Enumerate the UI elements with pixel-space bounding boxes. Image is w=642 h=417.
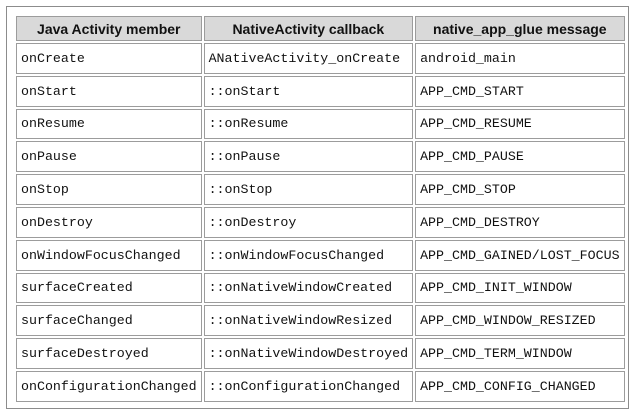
- header-nativeactivity-callback: NativeActivity callback: [203, 16, 414, 41]
- glue-message-cell: APP_CMD_RESUME: [415, 108, 625, 140]
- native-callback-cell: ANativeActivity_onCreate: [203, 43, 414, 74]
- java-member-cell: onStop: [16, 174, 202, 205]
- glue-message-cell: APP_CMD_CONFIG_CHANGED: [415, 370, 625, 402]
- header-native-app-glue-message: native_app_glue message: [415, 16, 625, 41]
- header-java-activity-member: Java Activity member: [16, 16, 202, 41]
- table-frame: Java Activity member NativeActivity call…: [6, 6, 629, 409]
- native-callback-cell: ::onPause: [203, 141, 414, 173]
- native-callback-cell: ::onConfigurationChanged: [203, 370, 414, 402]
- java-member-cell: onDestroy: [16, 206, 202, 238]
- table-row: surfaceCreated ::onNativeWindowCreated A…: [16, 272, 625, 304]
- java-member-cell: surfaceChanged: [16, 305, 202, 337]
- native-callback-cell: ::onDestroy: [203, 206, 414, 238]
- table-row: onConfigurationChanged ::onConfiguration…: [16, 370, 625, 402]
- java-member-cell: onConfigurationChanged: [16, 370, 202, 402]
- table-row: onResume ::onResume APP_CMD_RESUME: [16, 108, 625, 140]
- native-callback-cell: ::onNativeWindowResized: [203, 305, 414, 337]
- java-member-cell: onPause: [16, 141, 202, 173]
- header-row: Java Activity member NativeActivity call…: [16, 16, 625, 41]
- native-callback-cell: ::onStart: [203, 75, 414, 107]
- table-row: onWindowFocusChanged ::onWindowFocusChan…: [16, 239, 625, 271]
- glue-message-cell: APP_CMD_INIT_WINDOW: [415, 272, 625, 304]
- table-row: onDestroy ::onDestroy APP_CMD_DESTROY: [16, 206, 625, 238]
- java-member-cell: onWindowFocusChanged: [16, 239, 202, 271]
- native-callback-cell: ::onStop: [203, 174, 414, 205]
- glue-message-cell: APP_CMD_WINDOW_RESIZED: [415, 305, 625, 337]
- glue-message-cell: APP_CMD_TERM_WINDOW: [415, 338, 625, 369]
- table-row: surfaceChanged ::onNativeWindowResized A…: [16, 305, 625, 337]
- native-callback-cell: ::onNativeWindowCreated: [203, 272, 414, 304]
- table-row: surfaceDestroyed ::onNativeWindowDestroy…: [16, 338, 625, 369]
- native-callback-cell: ::onResume: [203, 108, 414, 140]
- native-callback-cell: ::onWindowFocusChanged: [203, 239, 414, 271]
- glue-message-cell: APP_CMD_PAUSE: [415, 141, 625, 173]
- table-row: onCreate ANativeActivity_onCreate androi…: [16, 43, 625, 74]
- glue-message-cell: APP_CMD_START: [415, 75, 625, 107]
- java-member-cell: surfaceDestroyed: [16, 338, 202, 369]
- table-row: onStart ::onStart APP_CMD_START: [16, 75, 625, 107]
- java-member-cell: onResume: [16, 108, 202, 140]
- java-member-cell: onStart: [16, 75, 202, 107]
- table-row: onPause ::onPause APP_CMD_PAUSE: [16, 141, 625, 173]
- native-callback-cell: ::onNativeWindowDestroyed: [203, 338, 414, 369]
- glue-message-cell: APP_CMD_GAINED/LOST_FOCUS: [415, 239, 625, 271]
- glue-message-cell: APP_CMD_DESTROY: [415, 206, 625, 238]
- glue-message-cell: android_main: [415, 43, 625, 74]
- callback-mapping-table: Java Activity member NativeActivity call…: [14, 14, 627, 404]
- glue-message-cell: APP_CMD_STOP: [415, 174, 625, 205]
- table-row: onStop ::onStop APP_CMD_STOP: [16, 174, 625, 205]
- java-member-cell: onCreate: [16, 43, 202, 74]
- java-member-cell: surfaceCreated: [16, 272, 202, 304]
